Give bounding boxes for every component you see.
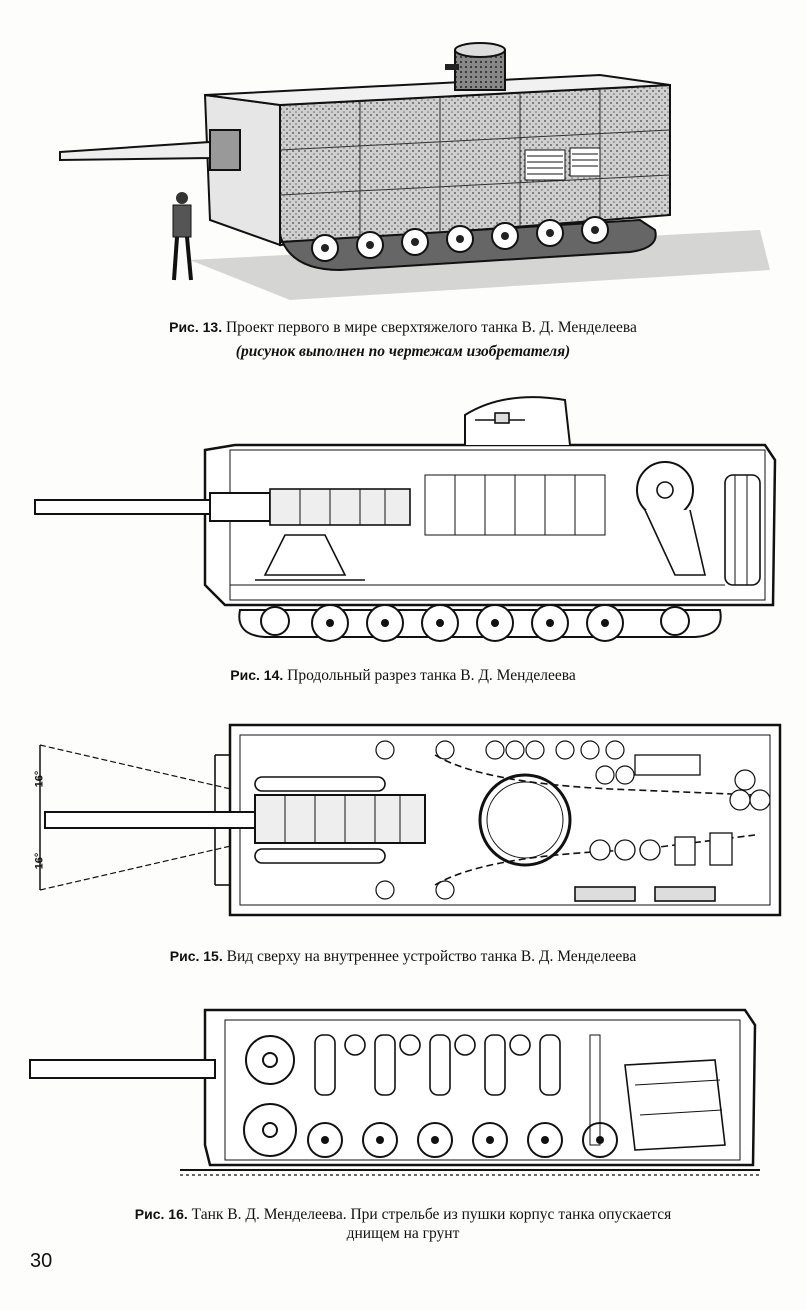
page-number: 30 bbox=[30, 1250, 53, 1272]
figure-13-caption-text: Проект первого в мире сверхтяжелого танк… bbox=[225, 319, 637, 336]
figure-13-illustration bbox=[40, 30, 780, 310]
figure-15-illustration: 16° 16° bbox=[15, 715, 795, 935]
figure-16-illustration bbox=[25, 1005, 765, 1185]
figure-16-caption-text: Танк В. Д. Менделеева. При стрельбе из п… bbox=[191, 1206, 672, 1223]
figure-14-caption-text: Продольный разрез танка В. Д. Менделеева bbox=[287, 667, 576, 684]
angle-label-bottom: 16° bbox=[33, 852, 46, 870]
figure-14-illustration bbox=[25, 385, 785, 655]
figure-15-caption-text: Вид сверху на внутреннее устройство танк… bbox=[226, 948, 637, 965]
figure-15-label: Рис. 15. bbox=[169, 948, 223, 964]
figure-14-caption: Рис. 14. Продольный разрез танка В. Д. М… bbox=[0, 664, 806, 687]
angle-label-top: 16° bbox=[33, 770, 46, 788]
figure-13-caption: Рис. 13. Проект первого в мире сверхтяже… bbox=[0, 316, 806, 339]
figure-16-caption-line2: днищем на грунт bbox=[0, 1223, 806, 1245]
figure-14-label: Рис. 14. bbox=[230, 667, 284, 683]
figure-13-subcaption-text: (рисунок выполнен по чертежам изобретате… bbox=[235, 343, 571, 360]
figure-13-subcaption: (рисунок выполнен по чертежам изобретате… bbox=[0, 341, 806, 363]
figure-16-caption: Рис. 16. Танк В. Д. Менделеева. При стре… bbox=[0, 1203, 806, 1226]
figure-16-caption-text-2: днищем на грунт bbox=[346, 1225, 460, 1242]
figure-15-caption: Рис. 15. Вид сверху на внутреннее устрой… bbox=[0, 945, 806, 968]
figure-13-label: Рис. 13. bbox=[169, 319, 223, 335]
figure-16-label: Рис. 16. bbox=[134, 1206, 188, 1222]
